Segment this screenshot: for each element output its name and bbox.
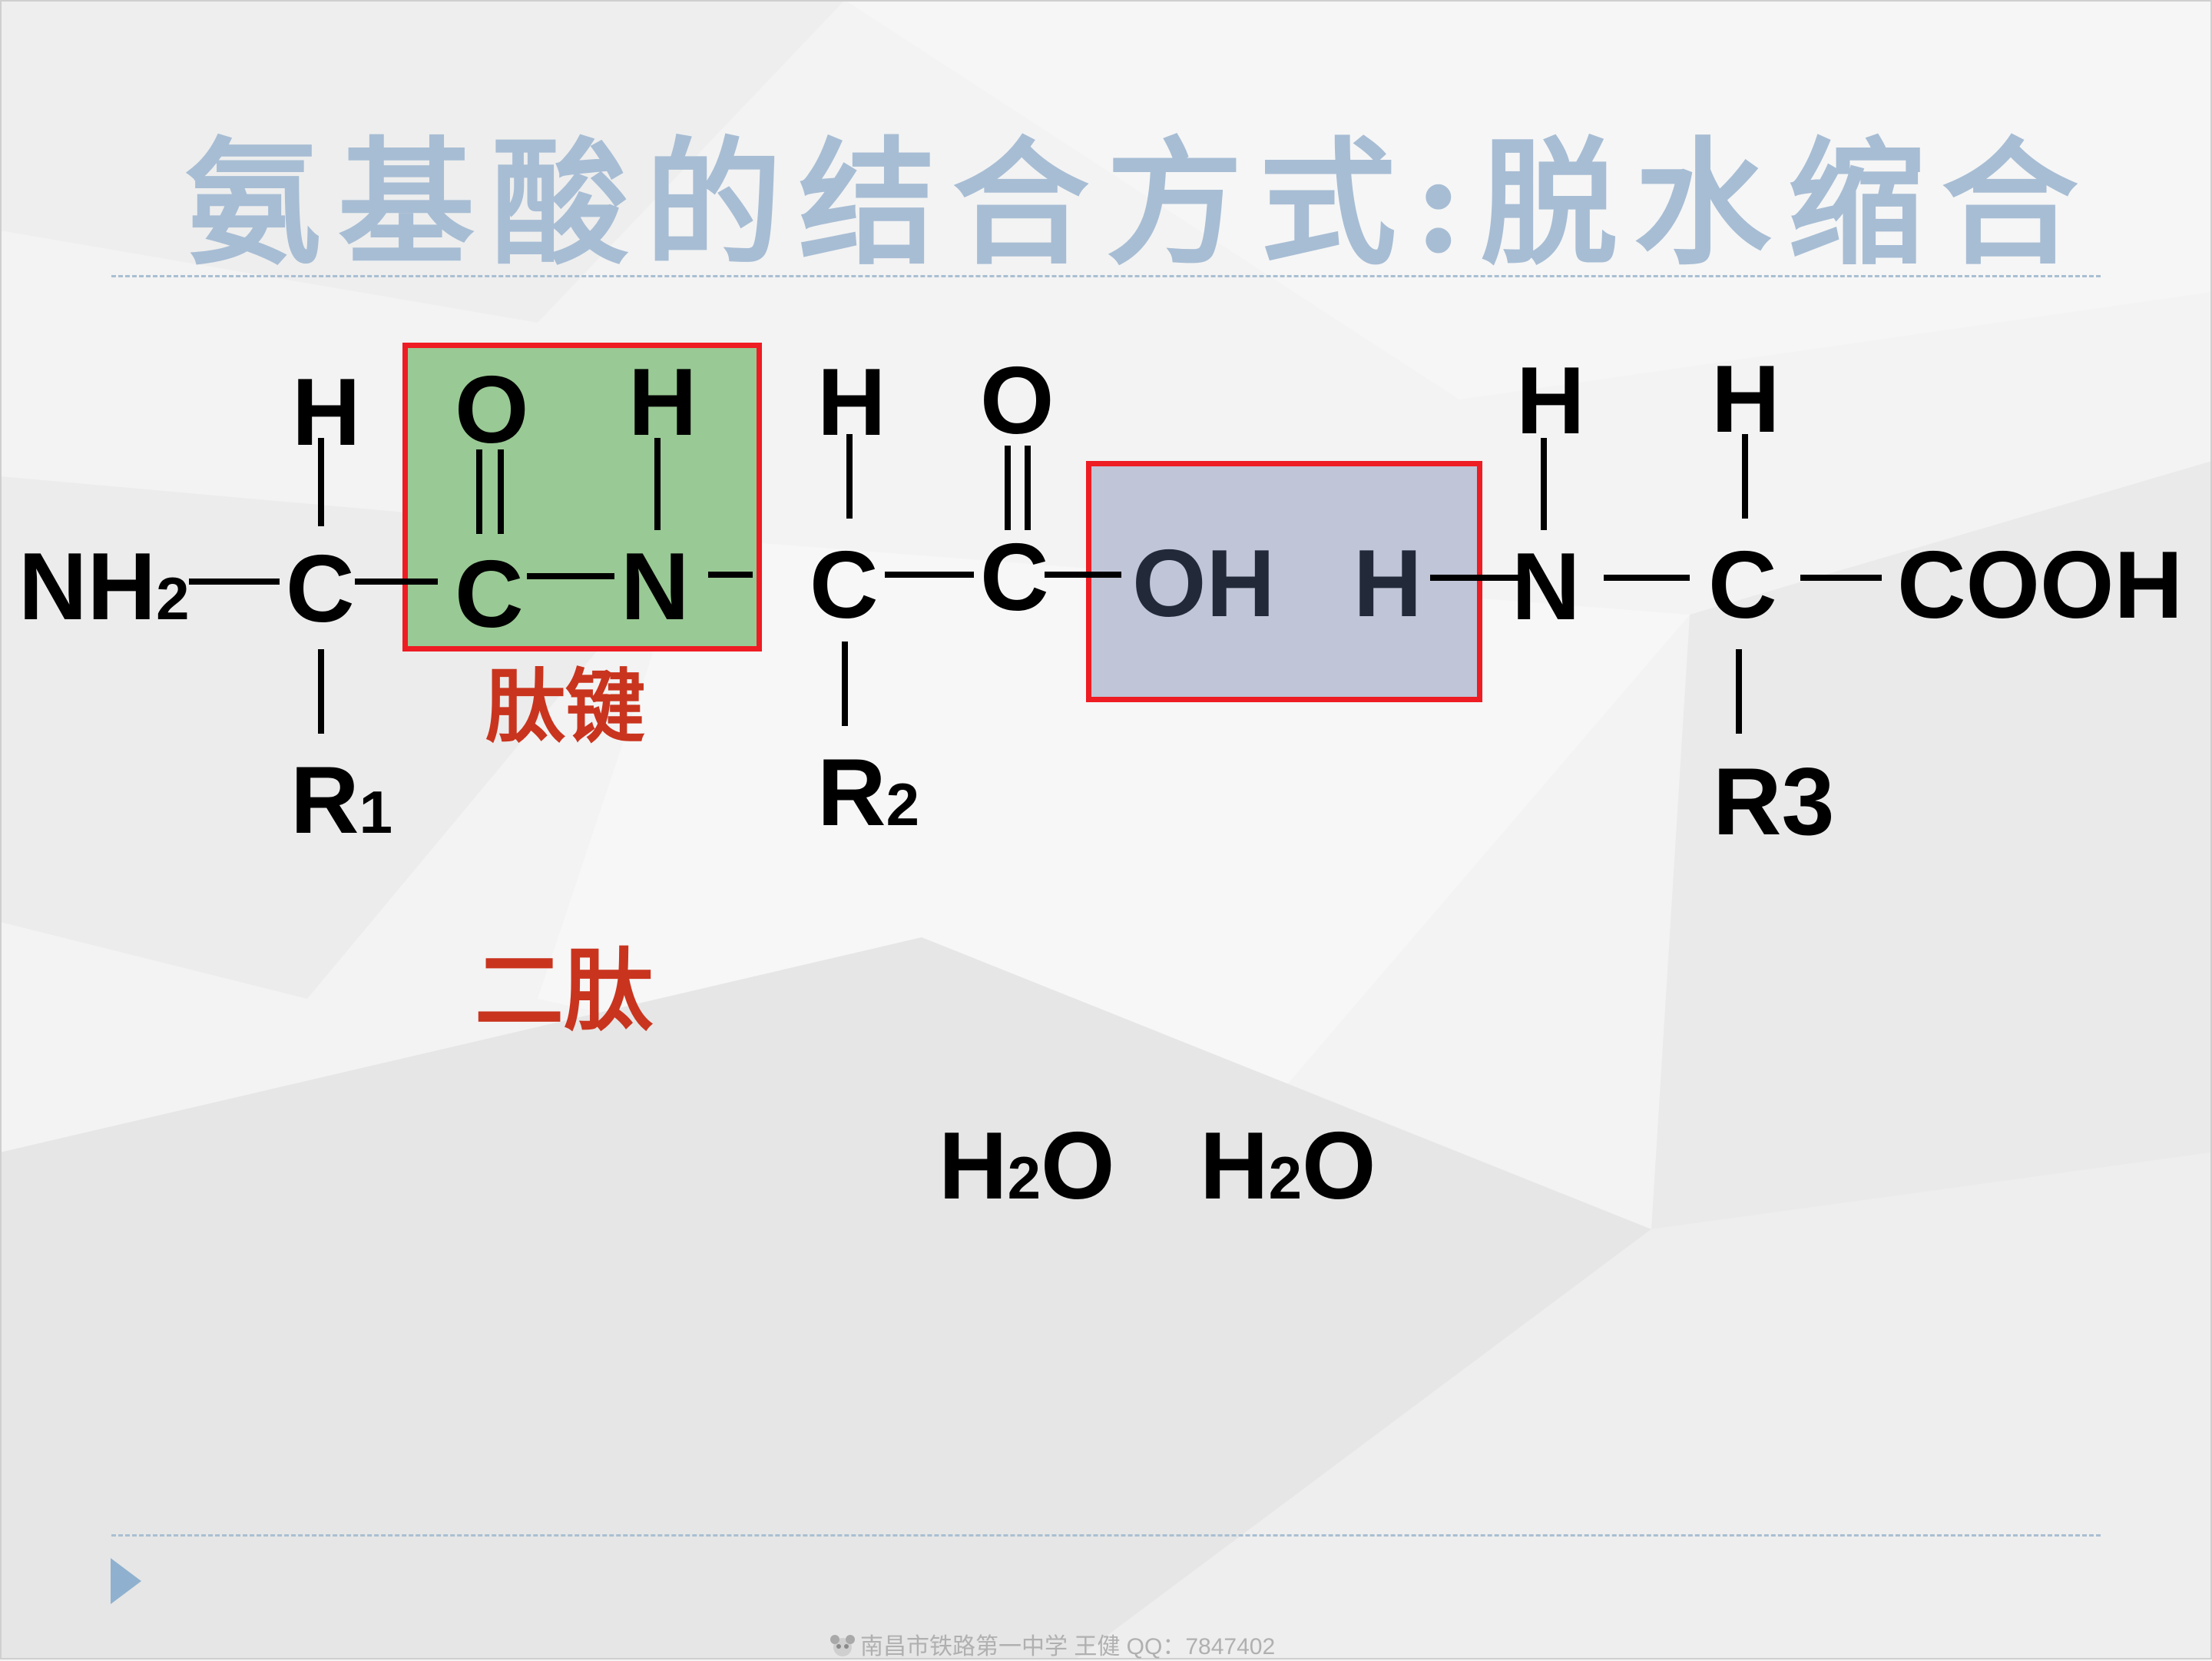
water-2-h: H xyxy=(1200,1113,1269,1219)
footer-credit: 南昌市铁路第一中学 王健 QQ：7847402 xyxy=(830,1627,1275,1661)
atom-c1: C xyxy=(286,536,355,642)
atom-h3: H xyxy=(817,350,886,456)
r1-subscript: 1 xyxy=(359,778,392,846)
atom-h6: H xyxy=(1711,346,1780,453)
footer-text: 南昌市铁路第一中学 王健 QQ：7847402 xyxy=(860,1634,1276,1659)
atom-h4: H xyxy=(1353,531,1422,637)
atom-n1: N xyxy=(621,534,690,640)
peptide-bond-highlight-box xyxy=(402,343,762,651)
water-molecule-2: H2O xyxy=(1200,1119,1376,1214)
hydroxyl-group: OH xyxy=(1132,531,1275,637)
atom-h5: H xyxy=(1516,348,1585,454)
water-1-h: H xyxy=(939,1113,1008,1219)
atom-h2: H xyxy=(628,350,697,456)
top-divider xyxy=(111,275,2101,277)
side-chain-r3: R3 xyxy=(1713,749,1835,855)
r2-main: R xyxy=(817,740,886,846)
atom-n2: N xyxy=(1512,534,1581,640)
water-removal-highlight-box xyxy=(1086,461,1482,702)
panda-logo-icon xyxy=(830,1635,855,1656)
amino-group-main: NH xyxy=(18,534,157,640)
r1-main: R xyxy=(290,748,359,854)
water-2-subscript: 2 xyxy=(1268,1144,1302,1212)
water-2-o: O xyxy=(1301,1113,1376,1219)
amino-group-subscript: 2 xyxy=(156,565,190,632)
atom-o1: O xyxy=(455,357,529,463)
atom-h1: H xyxy=(292,360,361,466)
carboxyl-group: COOH xyxy=(1897,532,2183,638)
side-chain-r1: R1 xyxy=(290,753,392,848)
nav-triangle-icon[interactable] xyxy=(111,1558,144,1604)
atom-c2: C xyxy=(455,542,524,648)
atom-c3: C xyxy=(810,532,879,638)
dipeptide-label: 二肽 xyxy=(475,939,653,1043)
water-molecule-1: H2O xyxy=(939,1119,1114,1214)
side-chain-r2: R2 xyxy=(817,745,919,840)
atom-c5: C xyxy=(1708,532,1777,638)
atom-c4: C xyxy=(980,525,1049,631)
slide-title: 氨基酸的结合方式:脱水缩合 xyxy=(184,123,2095,283)
water-1-subscript: 2 xyxy=(1007,1144,1041,1212)
atom-o2: O xyxy=(980,348,1055,454)
r2-subscript: 2 xyxy=(886,771,919,838)
peptide-bond-label: 肽键 xyxy=(485,659,646,754)
amino-group: NH2 xyxy=(18,539,190,635)
bottom-divider xyxy=(111,1534,2101,1537)
water-1-o: O xyxy=(1040,1113,1115,1219)
